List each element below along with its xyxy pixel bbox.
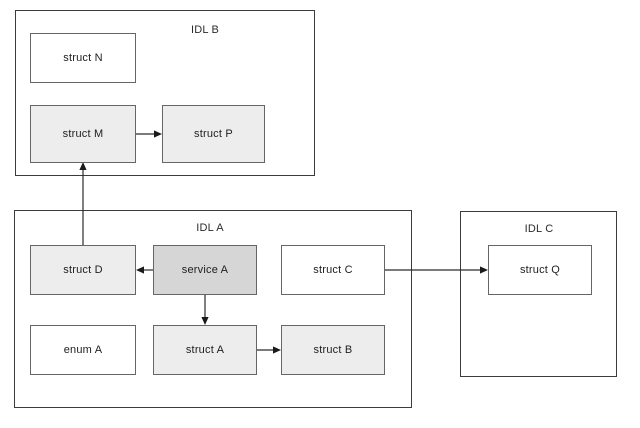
node-struct-a[interactable]: struct A — [153, 325, 257, 375]
node-struct-n[interactable]: struct N — [30, 33, 136, 83]
node-struct-q[interactable]: struct Q — [488, 245, 592, 295]
node-struct-b[interactable]: struct B — [281, 325, 385, 375]
container-idl-a[interactable] — [14, 210, 412, 408]
container-label-idl-a: IDL A — [196, 222, 224, 234]
container-label-idl-b: IDL B — [190, 24, 220, 36]
container-idl-b[interactable] — [15, 10, 315, 176]
node-service-a[interactable]: service A — [153, 245, 257, 295]
node-struct-c[interactable]: struct C — [281, 245, 385, 295]
node-enum-a[interactable]: enum A — [30, 325, 136, 375]
container-label-idl-c: IDL C — [524, 223, 554, 235]
node-struct-p[interactable]: struct P — [162, 105, 265, 163]
node-struct-m[interactable]: struct M — [30, 105, 136, 163]
container-idl-c[interactable] — [460, 211, 617, 377]
node-struct-d[interactable]: struct D — [30, 245, 136, 295]
